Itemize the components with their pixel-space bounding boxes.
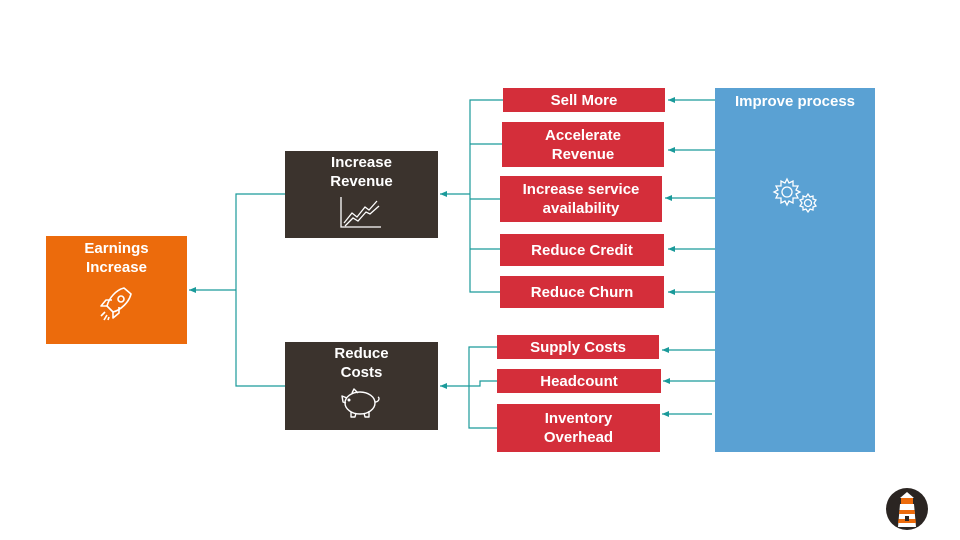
- earnings-increase-node: Earnings Increase: [46, 236, 187, 344]
- driver-reduce-churn: Reduce Churn: [500, 276, 664, 308]
- piggy-bank-icon: [341, 388, 380, 418]
- driver-sell-more: Sell More: [503, 88, 665, 112]
- driver-label: Inventory Overhead: [543, 410, 614, 446]
- connector-cost-drivers: [468, 346, 497, 429]
- gears-icon: [772, 177, 818, 214]
- driver-increase-service-availability: Increase service availability: [500, 176, 662, 222]
- driver-label: Reduce Churn: [530, 283, 634, 301]
- reduce-costs-label: Reduce Costs: [334, 345, 389, 381]
- driver-reduce-credit: Reduce Credit: [500, 234, 664, 266]
- driver-label: Sell More: [550, 91, 618, 109]
- rocket-icon: [100, 287, 132, 321]
- driver-label: Supply Costs: [530, 338, 626, 356]
- driver-supply-costs: Supply Costs: [497, 335, 659, 359]
- increase-revenue-label: Increase Revenue: [330, 154, 393, 190]
- driver-label: Accelerate Revenue: [545, 126, 621, 163]
- driver-accelerate-revenue: Accelerate Revenue: [502, 122, 664, 167]
- driver-headcount: Headcount: [497, 369, 661, 393]
- driver-label: Reduce Credit: [531, 241, 633, 259]
- driver-label: Headcount: [540, 372, 618, 390]
- lighthouse-logo-icon: [886, 488, 928, 530]
- driver-label: Increase service availability: [522, 181, 640, 217]
- reduce-costs-node: Reduce Costs: [285, 342, 438, 430]
- increase-revenue-node: Increase Revenue: [285, 151, 438, 238]
- line-chart-icon: [340, 197, 381, 228]
- connector-revenue-drivers: [469, 99, 503, 293]
- improve-process-node: Improve process: [715, 88, 875, 452]
- connector-revenue-to-root: [235, 193, 285, 387]
- improve-process-label: Improve process: [734, 93, 856, 110]
- driver-inventory-overhead: Inventory Overhead: [497, 404, 660, 452]
- earnings-increase-label: Earnings Increase: [84, 240, 149, 276]
